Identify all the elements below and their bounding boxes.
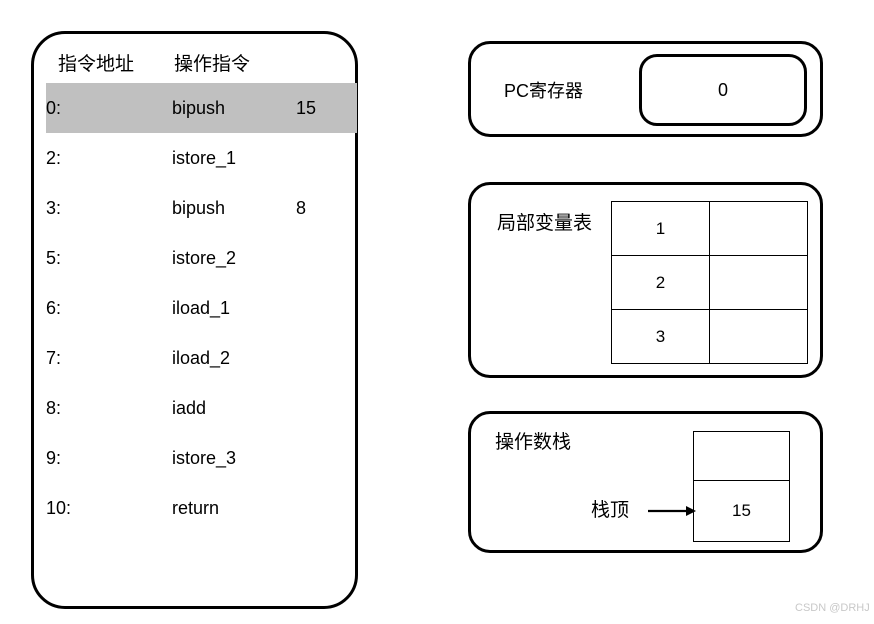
- instruction-mnemonic: iload_1: [172, 298, 231, 318]
- instruction-address: 3:: [46, 198, 62, 218]
- local-variable-index: 2: [611, 255, 710, 310]
- local-variable-value: [709, 255, 808, 310]
- instruction-mnemonic: istore_2: [172, 248, 237, 268]
- stack-top-label: 栈顶: [591, 500, 630, 521]
- local-variable-value: [709, 201, 808, 256]
- instruction-mnemonic: bipush: [172, 98, 226, 118]
- instruction-list-header: 指令地址 操作指令: [34, 52, 355, 82]
- instruction-list-panel: 指令地址 操作指令 0: bipush 15 2: istore_1 3: bi…: [31, 31, 358, 609]
- watermark: CSDN @DRHJ: [795, 602, 870, 614]
- pc-register-panel: PC寄存器 0: [468, 41, 823, 137]
- instruction-address: 0:: [46, 98, 62, 118]
- table-row: 3: [611, 309, 808, 364]
- instruction-address: 9:: [46, 448, 62, 468]
- operand-stack-label: 操作数栈: [495, 432, 572, 453]
- local-variable-index: 1: [611, 201, 710, 256]
- instruction-row[interactable]: 0: bipush 15: [46, 83, 357, 133]
- operand-stack-box: 15: [693, 431, 790, 542]
- table-row: 1: [611, 201, 808, 256]
- local-variable-table-panel: 局部变量表 1 2 3: [468, 182, 823, 378]
- instruction-mnemonic: istore_3: [172, 448, 237, 468]
- instruction-mnemonic: bipush: [172, 198, 226, 218]
- instruction-address: 10:: [46, 498, 72, 518]
- operand-stack-panel: 操作数栈 栈顶 15: [468, 411, 823, 553]
- instruction-row[interactable]: 10: return: [34, 483, 355, 533]
- pc-register-value-box: 0: [639, 54, 807, 126]
- instruction-row[interactable]: 6: iload_1: [34, 283, 355, 333]
- instruction-operand: 15: [296, 98, 317, 118]
- local-variable-value: [709, 309, 808, 364]
- local-variable-table-label: 局部变量表: [497, 213, 593, 234]
- pc-register-value: 0: [717, 79, 728, 100]
- stack-top-arrow-icon: [648, 506, 696, 516]
- instruction-row[interactable]: 7: iload_2: [34, 333, 355, 383]
- local-variable-index: 3: [611, 309, 710, 364]
- instruction-mnemonic: iload_2: [172, 348, 231, 368]
- pc-register-label: PC寄存器: [504, 81, 584, 101]
- operand-stack-cell: 15: [693, 481, 790, 542]
- instruction-row[interactable]: 3: bipush 8: [34, 183, 355, 233]
- instruction-operand: 8: [296, 198, 307, 218]
- table-row: 2: [611, 255, 808, 310]
- instruction-row[interactable]: 5: istore_2: [34, 233, 355, 283]
- column-header-address: 指令地址: [58, 54, 135, 75]
- instruction-address: 8:: [46, 398, 62, 418]
- instruction-row[interactable]: 9: istore_3: [34, 433, 355, 483]
- local-variable-table: 1 2 3: [611, 201, 808, 364]
- instruction-address: 7:: [46, 348, 62, 368]
- instruction-mnemonic: istore_1: [172, 148, 237, 168]
- instruction-address: 6:: [46, 298, 62, 318]
- instruction-address: 5:: [46, 248, 62, 268]
- instruction-mnemonic: iadd: [172, 398, 207, 418]
- column-header-operation: 操作指令: [174, 54, 251, 75]
- instruction-row[interactable]: 2: istore_1: [34, 133, 355, 183]
- operand-stack-cell: [693, 431, 790, 481]
- instruction-row[interactable]: 8: iadd: [34, 383, 355, 433]
- instruction-mnemonic: return: [172, 498, 220, 518]
- instruction-rows: 0: bipush 15 2: istore_1 3: bipush 8 5: …: [34, 83, 357, 533]
- instruction-address: 2:: [46, 148, 62, 168]
